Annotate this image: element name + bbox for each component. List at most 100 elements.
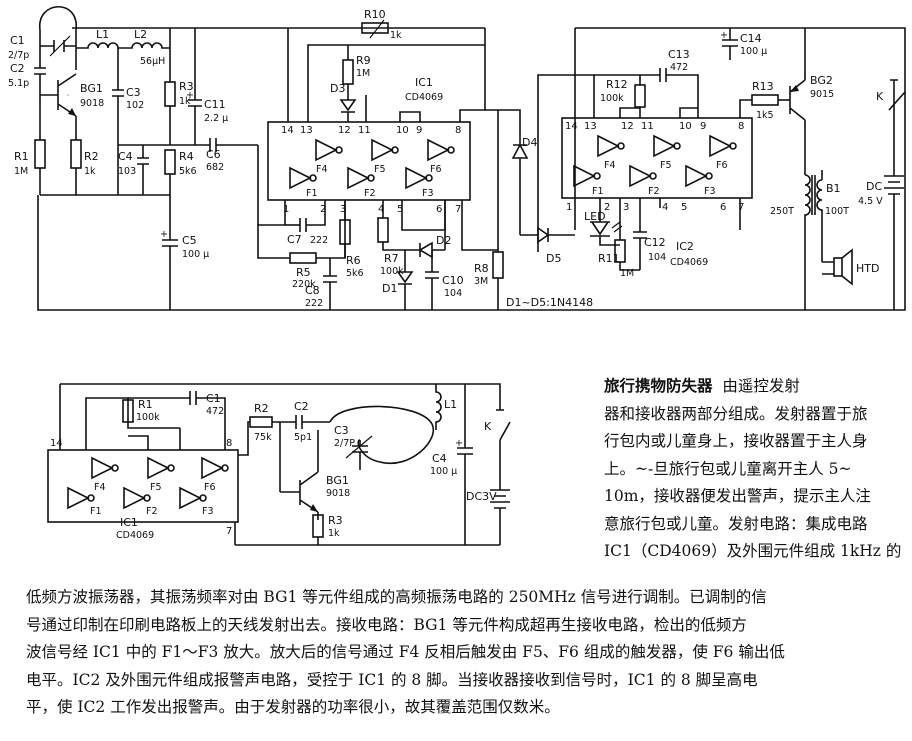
bottom-rail-wire: [37, 195, 520, 311]
c7-capacitor: [299, 200, 326, 232]
r9-resistor: [342, 59, 354, 85]
r1-label: R1: [14, 150, 29, 163]
c2-capacitor: [34, 55, 46, 100]
lower-r1-value: 100k: [136, 412, 160, 423]
r10-value: 1k: [390, 30, 402, 41]
r8-value: 3M: [474, 276, 488, 287]
lower-c3-label: C3: [334, 424, 349, 437]
c4-value: 103: [118, 166, 136, 177]
l1-coil: [76, 42, 128, 49]
bg2-value: 9015: [810, 89, 834, 100]
c10-capacitor: [425, 250, 439, 310]
lower-c4-value: 100 μ: [430, 466, 457, 477]
lower-r3-label: R3: [328, 514, 343, 527]
bg1-label: BG1: [80, 82, 103, 95]
svg-text:+: +: [186, 90, 194, 101]
lower-r2-resistor: [249, 416, 273, 428]
ic2-gate-f6-label: F6: [716, 160, 728, 171]
lower-c4-label: C4: [432, 452, 447, 465]
lower-l1-coil: [435, 384, 442, 430]
bg1-transistor: [40, 73, 77, 117]
bg1-value: 9018: [80, 98, 104, 109]
lower-gate-f1: [67, 486, 90, 510]
gate-f5: [371, 138, 394, 162]
ic2-gate-f5-label: F5: [660, 160, 672, 171]
gate-f2-label: F2: [364, 188, 376, 199]
lower-transmitter-circuit: 14 8 7 IC1 CD4069 F4 F5 F6 F1 F2 F3 R1 1…: [47, 383, 511, 546]
lower-gate-f4-label: F4: [94, 482, 106, 493]
b1-label: B1: [826, 182, 841, 195]
c14-capacitor: [722, 28, 738, 60]
dc-value: 4.5 V: [858, 196, 883, 207]
caption-bottom-line-1: 低频方波振荡器，其振荡频率对由 BG1 等元件组成的高频振荡电路的 250MHz…: [26, 588, 767, 606]
gate-f5-label: F5: [374, 164, 386, 175]
ic2-gate-f1: [573, 164, 596, 188]
ic1-pin-4: 4: [378, 204, 384, 215]
lower-r3-value: 1k: [328, 528, 340, 539]
led-diode: [590, 198, 620, 246]
caption-right-column: 旅行携物防失器 由遥控发射 器和接收器两部分组成。发射器置于旅 行包内或儿童身上…: [604, 372, 904, 566]
lower-gate-f5: [147, 456, 170, 480]
ic2-value: CD4069: [670, 257, 708, 268]
lower-c1-label: C1: [206, 392, 221, 405]
lower-ic1-pin-8: 8: [226, 438, 232, 449]
c1-trim-arrow: [49, 35, 71, 57]
lower-gate-f4: [91, 456, 114, 480]
c1-capacitor: [40, 40, 76, 52]
ic2-gate-f2: [629, 164, 652, 188]
r1-resistor: [34, 139, 46, 169]
d4-label: D4: [522, 136, 537, 149]
l1-label: L1: [96, 28, 109, 41]
c4-capacitor: [118, 144, 170, 195]
c10-value: 104: [444, 288, 462, 299]
caption-right-line-2: 器和接收器两部分组成。发射器置于旅: [604, 404, 868, 423]
ic2-gate-f3-label: F3: [704, 186, 716, 197]
c3-value: 102: [126, 100, 144, 111]
lower-k-switch: [465, 383, 511, 480]
ic2-label: IC2: [676, 240, 694, 253]
d4-diode: [511, 143, 529, 235]
ic1-pin-13: 13: [300, 125, 313, 136]
alarm-circuit: + C14 100 μ IC2 CD4069 14 13 12 11 10 9 …: [537, 28, 906, 310]
r7-label: R7: [384, 252, 399, 265]
c11-label: C11: [204, 98, 226, 111]
r1-value: 1M: [14, 166, 28, 177]
ic2-pin-5: 5: [681, 202, 687, 213]
lower-gate-f6: [201, 456, 224, 480]
caption-bottom-line-5: 平，使 IC2 工作发出报警声。由于发射器的功率很小，故其覆盖范围仅数米。: [26, 698, 560, 716]
d3-label: D3: [330, 82, 345, 95]
lower-ic1-pin-7: 7: [226, 526, 232, 537]
r3-label: R3: [179, 80, 194, 93]
r13-value: 1k5: [756, 110, 774, 121]
c12-label: C12: [644, 236, 666, 249]
caption-right-line-4: 上。~-旦旅行包或儿童离开主人 5~: [604, 459, 852, 478]
lower-r2-label: R2: [254, 402, 269, 415]
r7-value: 100k: [380, 266, 404, 277]
antenna-leads: [39, 30, 77, 70]
c14-label: C14: [740, 32, 762, 45]
ic1-pin-11: 11: [358, 125, 371, 136]
htd-speaker: [833, 257, 843, 277]
c13-capacitor: [659, 68, 699, 118]
lower-r2-value: 75k: [254, 432, 272, 443]
lower-ic1-label: IC1: [120, 516, 138, 529]
svg-text:+: +: [455, 438, 463, 449]
r12-resistor: [634, 84, 646, 108]
ic2-pin-6: 6: [720, 202, 726, 213]
c5-value: 100 μ: [182, 249, 209, 260]
r4-label: R4: [179, 150, 194, 163]
lower-dc-label: DC3V: [466, 490, 497, 503]
gate-f3: [405, 166, 428, 190]
d2-label: D2: [436, 234, 451, 247]
ic1-pin-10: 10: [396, 125, 409, 136]
lower-gate-f3: [179, 486, 202, 510]
c2-value: 5.1p: [8, 78, 29, 89]
caption-bottom-line-2: 号通过印制在印刷电路板上的天线发射出去。接收电路：BG1 等元件构成超再生接收电…: [26, 615, 747, 634]
ic2-pin-8: 8: [738, 121, 744, 132]
gate-f6-label: F6: [430, 164, 442, 175]
ic2-body: [561, 117, 753, 199]
ic2-gate-f5: [653, 134, 676, 158]
gate-f3-label: F3: [422, 188, 434, 199]
c12-value: 104: [648, 252, 666, 263]
